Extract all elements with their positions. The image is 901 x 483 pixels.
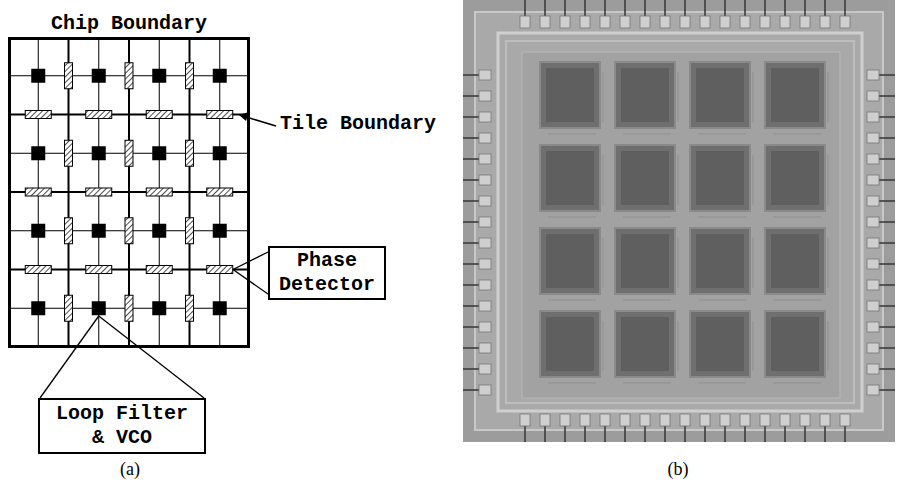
box-label: Loop Filter & VCO — [53, 402, 191, 450]
box-label: Phase Detector — [276, 249, 378, 297]
chip-boundary: Chip Boundary — [8, 12, 250, 348]
tile-grid — [8, 37, 250, 347]
chip-outline — [8, 37, 250, 348]
callout-box: Loop Filter & VCO — [38, 398, 206, 454]
leader-arrow — [239, 112, 276, 126]
chip-title: Chip Boundary — [8, 12, 250, 36]
callout-lines — [40, 252, 268, 398]
panel-label: (a) — [120, 459, 140, 480]
die-photo — [463, 0, 895, 442]
panel-label: (b) — [668, 459, 689, 480]
leader-label: Tile Boundary — [280, 112, 436, 136]
callout-box: Phase Detector — [268, 246, 386, 300]
